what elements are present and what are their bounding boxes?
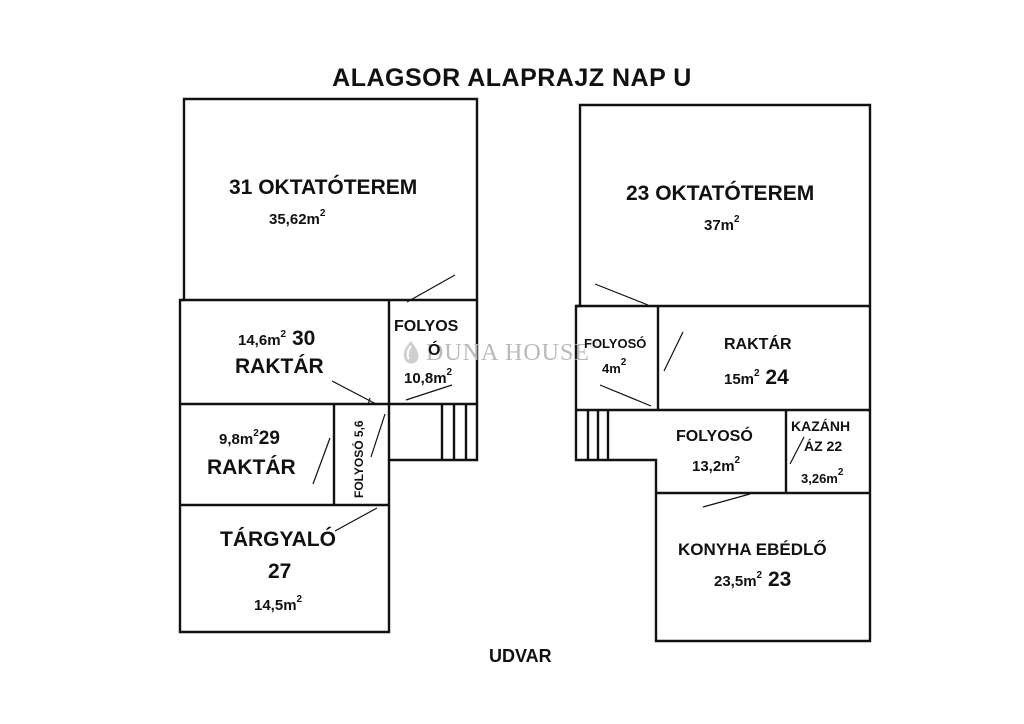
corridor-left-name-2: Ó — [428, 342, 441, 359]
room-30-label: 14,6m2 30 — [238, 327, 316, 350]
room-24-label: 15m2 24 — [724, 366, 789, 389]
room-30-name: RAKTÁR — [235, 355, 324, 378]
room-31-name: 31 OKTATÓTEREM — [229, 176, 418, 199]
room-27-number: 27 — [268, 560, 292, 583]
room-27-name: TÁRGYALÓ — [220, 528, 336, 551]
room-29-label: 9,8m229 — [219, 428, 280, 449]
corridor-right-small-area: 4m2 — [602, 357, 627, 376]
watermark-text: DUNA HOUSE® — [426, 340, 599, 366]
corridor-right-area: 13,2m2 — [692, 455, 741, 475]
corridor-left-area: 10,8m2 — [404, 367, 453, 387]
room-31-area: 35,62m2 — [269, 208, 326, 228]
corridor-right-name: FOLYOSÓ — [676, 428, 753, 445]
corridor-right-small-name: FOLYOSÓ — [584, 336, 647, 351]
room-27-area: 14,5m2 — [254, 594, 303, 614]
boiler-room-name-2: ÁZ 22 — [804, 438, 843, 454]
boiler-room-area: 3,26m2 — [801, 467, 844, 486]
kitchen-label: 23,5m2 23 — [714, 568, 792, 591]
corridor-left-name-1: FOLYOS — [394, 318, 459, 335]
room-23-name: 23 OKTATÓTEREM — [626, 182, 815, 205]
room-29-name: RAKTÁR — [207, 456, 296, 479]
plan-title: ALAGSOR ALAPRAJZ NAP U — [332, 64, 692, 92]
room-23-area: 37m2 — [704, 214, 740, 234]
courtyard-label: UDVAR — [489, 646, 552, 666]
duna-house-logo-icon — [403, 341, 419, 364]
corridor-vertical-name: FOLYOSÓ 5,6 — [352, 420, 366, 498]
boiler-room-name-1: KAZÁNH — [791, 418, 851, 434]
room-24-name: RAKTÁR — [724, 336, 792, 353]
kitchen-name: KONYHA EBÉDLŐ — [678, 540, 827, 559]
